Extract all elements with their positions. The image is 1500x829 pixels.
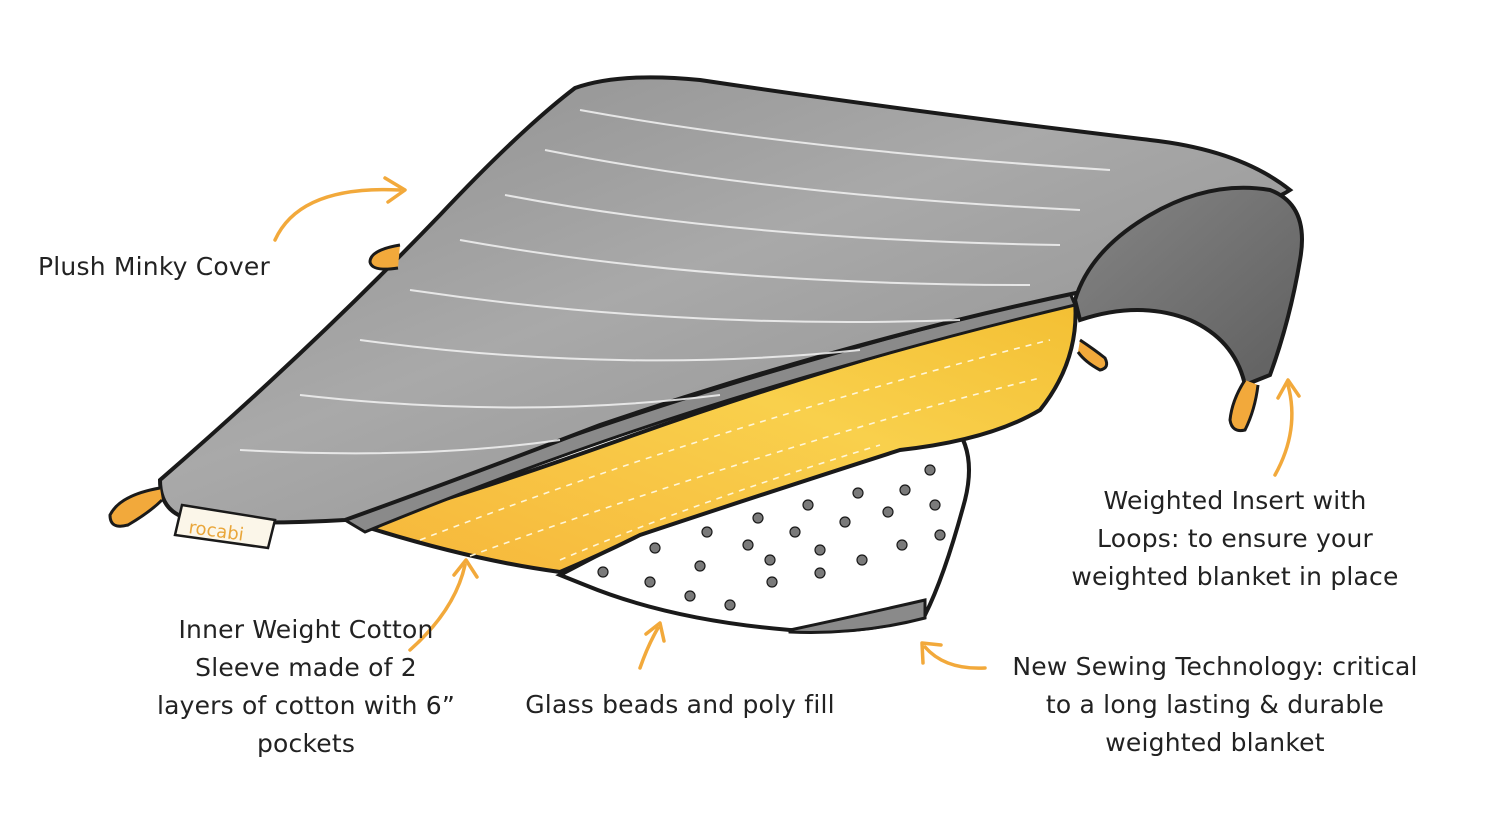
loop-top-left <box>370 245 400 269</box>
label-line: Inner Weight Cotton <box>96 611 516 649</box>
label-line: Sleeve made of 2 <box>96 649 516 687</box>
label-line: pockets <box>96 725 516 763</box>
loop-left <box>110 488 162 526</box>
label-line: Plush Minky Cover <box>38 248 270 286</box>
label-glass-beads: Glass beads and poly fill <box>500 686 860 724</box>
arrow-beads-icon <box>640 623 664 668</box>
label-line: Loops: to ensure your <box>1030 520 1440 558</box>
label-sewing-technology: New Sewing Technology: critical to a lon… <box>990 648 1440 762</box>
label-line: New Sewing Technology: critical <box>990 648 1440 686</box>
label-line: Glass beads and poly fill <box>500 686 860 724</box>
label-inner-weight-sleeve: Inner Weight Cotton Sleeve made of 2 lay… <box>96 611 516 763</box>
label-line: weighted blanket in place <box>1030 558 1440 596</box>
label-plush-minky-cover: Plush Minky Cover <box>38 248 270 286</box>
label-line: to a long lasting & durable <box>990 686 1440 724</box>
label-weighted-insert: Weighted Insert with Loops: to ensure yo… <box>1030 482 1440 596</box>
arrow-insert-icon <box>1275 380 1299 475</box>
label-line: Weighted Insert with <box>1030 482 1440 520</box>
loop-right <box>1230 380 1258 431</box>
loop-mid <box>1078 340 1107 370</box>
label-line: layers of cotton with 6” <box>96 687 516 725</box>
arrow-sewing-icon <box>922 643 985 668</box>
arrow-cover-icon <box>275 178 405 240</box>
label-line: weighted blanket <box>990 724 1440 762</box>
